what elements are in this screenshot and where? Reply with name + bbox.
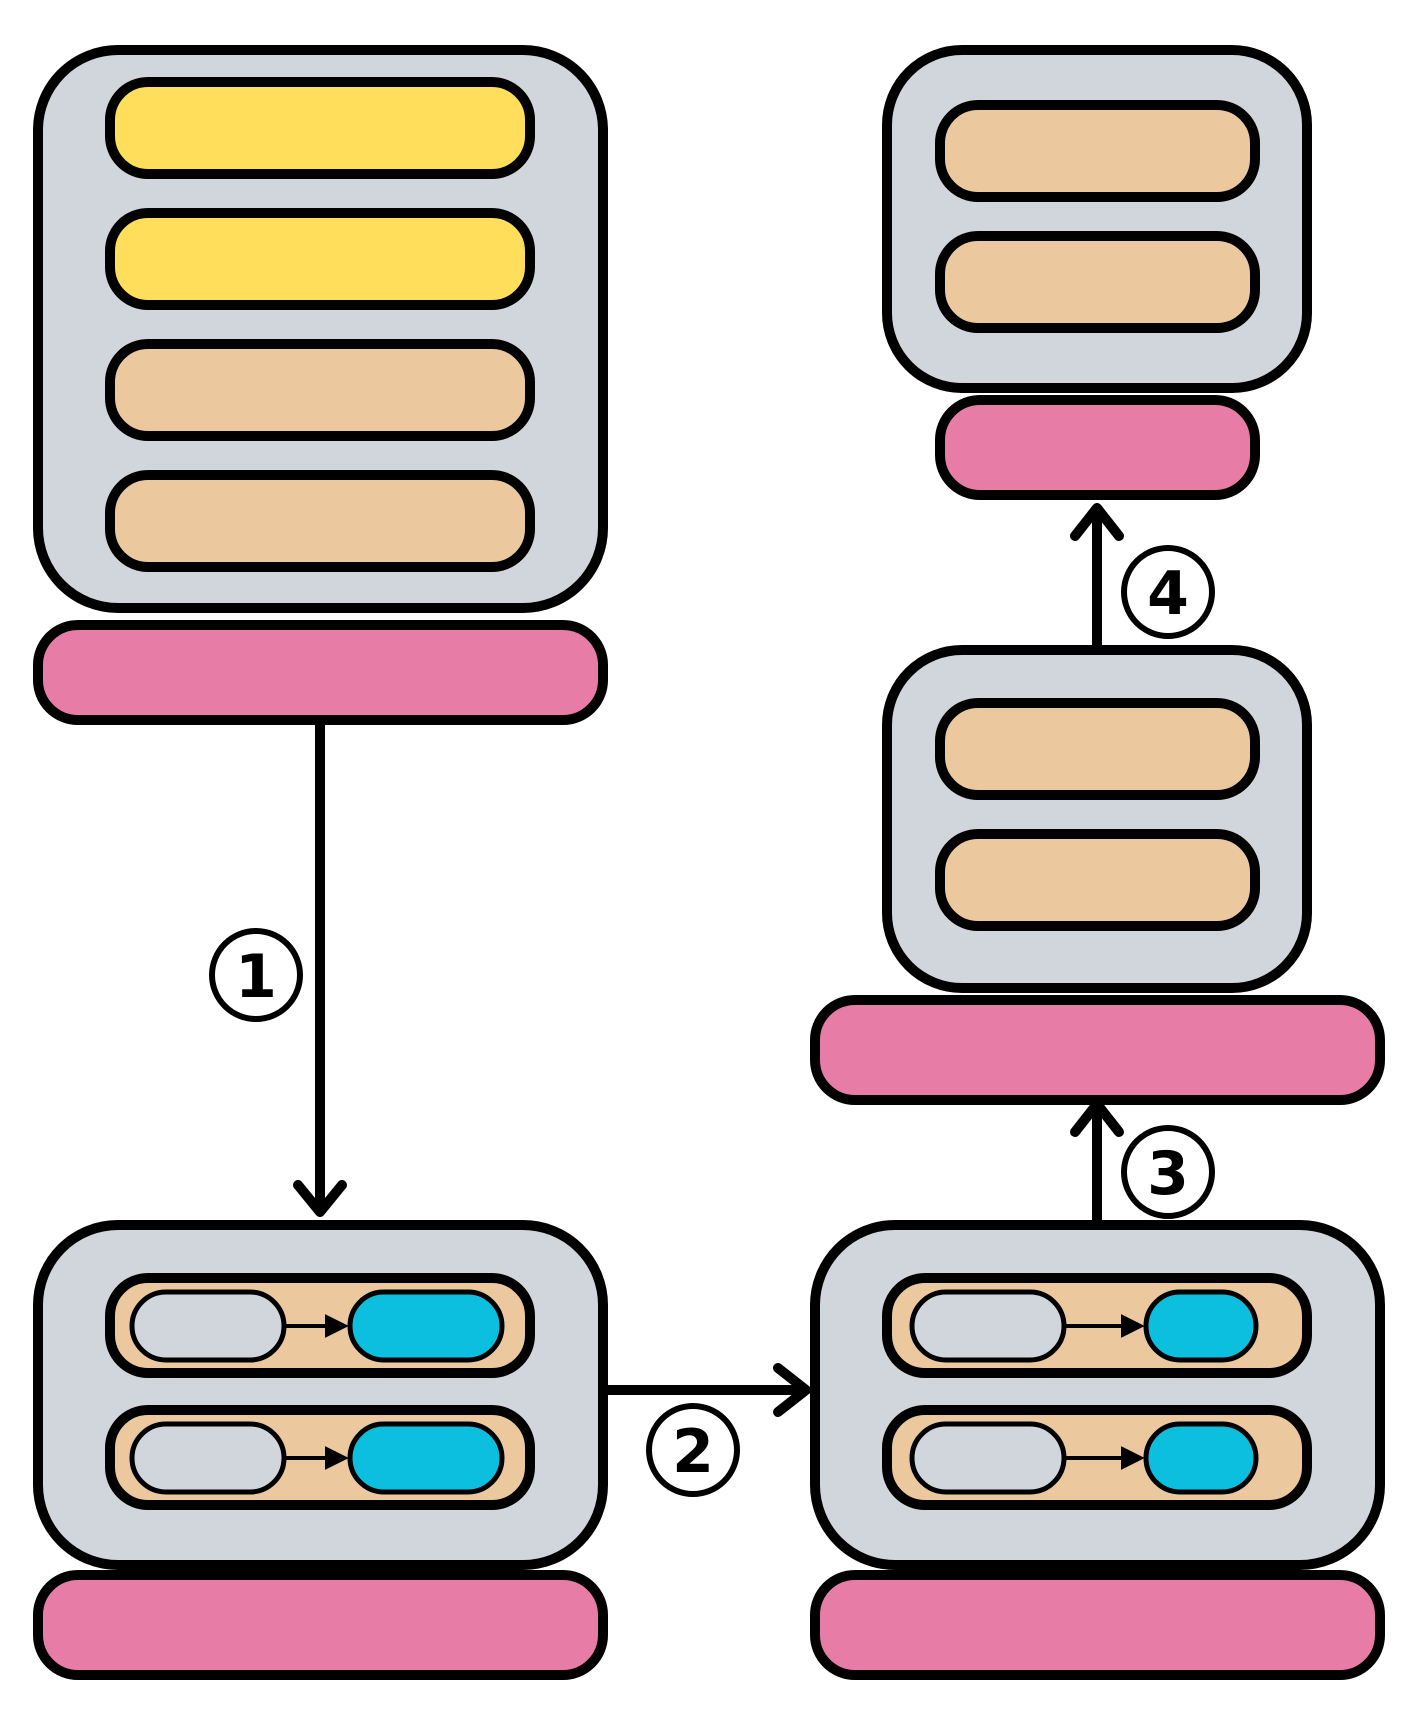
tan-bar xyxy=(935,698,1260,800)
tan-bar xyxy=(105,339,535,441)
numbered-circle-icon xyxy=(1121,545,1215,639)
cyan-pill xyxy=(347,1421,505,1495)
top-right-base xyxy=(935,395,1260,500)
top-left-base xyxy=(33,620,608,725)
arrow-icon xyxy=(293,1180,347,1217)
numbered-circle-icon xyxy=(1121,1125,1215,1219)
top-right-block xyxy=(882,45,1312,393)
bottom-left-base xyxy=(33,1570,608,1680)
tan-bar xyxy=(935,231,1260,333)
bottom-right-block xyxy=(810,1220,1385,1570)
gray-pill xyxy=(129,1421,287,1495)
tan-bar xyxy=(105,470,535,572)
top-left-container xyxy=(33,45,608,613)
yellow-bar xyxy=(105,208,535,310)
numbered-circle-icon xyxy=(646,1403,740,1497)
numbered-circle-icon xyxy=(209,928,303,1022)
gray-pill xyxy=(909,1421,1067,1495)
step-number-2: 2 xyxy=(672,1417,714,1487)
step-badge-1: 1 xyxy=(209,928,303,1022)
cyan-pill xyxy=(347,1289,505,1363)
step-badge-3: 3 xyxy=(1121,1125,1215,1219)
step-badge-2: 2 xyxy=(646,1403,740,1497)
top-left-block xyxy=(33,45,608,613)
arrow-icon xyxy=(773,1363,811,1417)
tan-bar xyxy=(935,100,1260,202)
step-number-3: 3 xyxy=(1147,1139,1189,1209)
tan-bar xyxy=(935,829,1260,931)
mid-right-base xyxy=(810,995,1385,1105)
mid-right-block xyxy=(882,645,1312,993)
cyan-pill xyxy=(1143,1289,1259,1363)
gray-pill xyxy=(909,1289,1067,1363)
step-badge-4: 4 xyxy=(1121,545,1215,639)
gray-pill xyxy=(129,1289,287,1363)
arrow-icon xyxy=(1070,503,1124,541)
bottom-left-block xyxy=(33,1220,608,1570)
step-number-4: 4 xyxy=(1147,559,1189,629)
cyan-pill xyxy=(1143,1421,1259,1495)
yellow-bar xyxy=(105,77,535,179)
step-number-1: 1 xyxy=(235,942,277,1012)
bottom-right-base xyxy=(810,1570,1385,1680)
